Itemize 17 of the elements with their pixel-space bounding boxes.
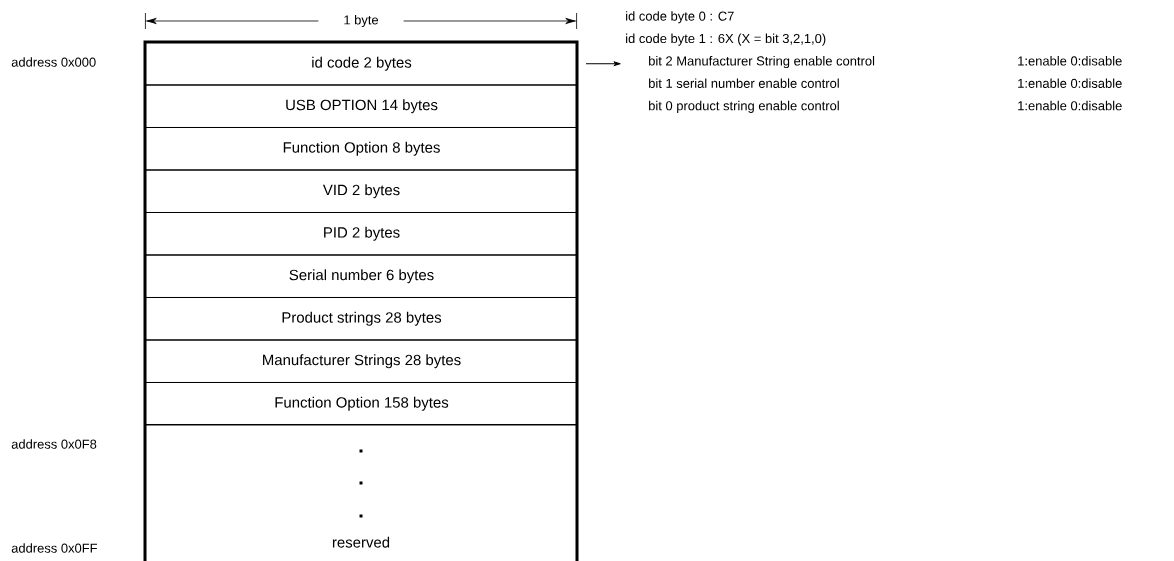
memory-cell: Manufacturer Strings 28 bytes	[145, 339, 578, 383]
dimension-label: 1 byte	[318, 13, 404, 29]
memory-cell: VID 2 bytes	[145, 169, 578, 213]
memory-cell: Function Option 8 bytes	[145, 127, 578, 171]
node-label: reserved	[332, 536, 390, 548]
memory-cell: Function Option 158 bytes	[145, 382, 578, 426]
address-label: address 0x000	[11, 57, 96, 67]
note-text: id code byte 0 : C7 id code byte 1 : 6X (X = bit 3,2,1,0) bit 2 Manufacturer String enable control 1:enable 0:disable bit 1 serial number enable control 1:enable 0:disable bit 0 product string enable control 1:enable 0:disable	[626, 11, 1122, 113]
memory-cell: USB OPTION 14 bytes	[145, 84, 578, 128]
arrow	[585, 61, 621, 67]
address-label: address 0x0FF	[11, 543, 98, 553]
memory-cell: Serial number 6 bytes	[145, 254, 578, 298]
memory-cell: id code 2 bytes	[145, 42, 578, 86]
memory-cell: Product strings 28 bytes	[145, 297, 578, 341]
reserved-cell: reserved	[144, 424, 578, 548]
address-label: address 0x0F8	[11, 439, 97, 449]
memory-cell: PID 2 bytes	[145, 212, 578, 256]
